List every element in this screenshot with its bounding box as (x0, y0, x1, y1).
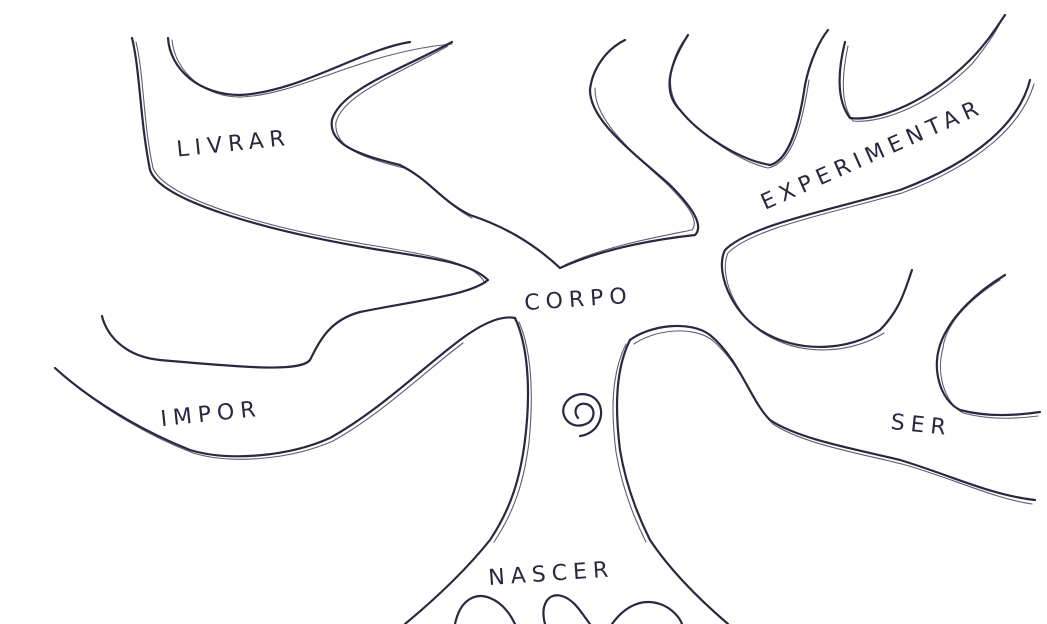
branch-impor (55, 317, 515, 459)
branch-livrar (102, 38, 560, 368)
label-ser: SER (890, 410, 953, 441)
label-nascer: NASCER (488, 557, 615, 591)
spiral-mark (563, 394, 601, 436)
label-livrar: LIVRAR (175, 126, 292, 163)
branch-ser (630, 275, 1040, 504)
label-impor: IMPOR (159, 397, 262, 432)
center-word: CORPO (524, 284, 634, 317)
